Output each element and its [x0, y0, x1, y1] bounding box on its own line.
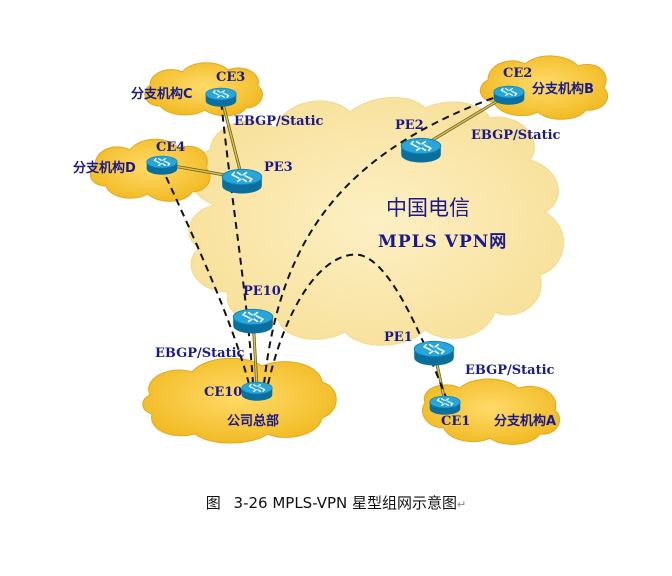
caption-prefix: 图	[205, 494, 221, 512]
caption-text: 3-26 MPLS-VPN 星型组网示意图	[233, 494, 458, 512]
node-label-pe3: PE3	[264, 160, 293, 175]
site-label-d: 分支机构D	[73, 161, 136, 176]
routers	[146, 85, 525, 415]
router-icon-ce10	[241, 381, 273, 401]
node-label-ce10: CE10	[204, 385, 243, 400]
router-icon-pe3	[221, 168, 263, 194]
caption-paragraph-mark: ↵	[457, 498, 467, 511]
tunnel-hq-ce4	[161, 167, 250, 385]
link-label-ce10-pe10: EBGP/Static	[155, 346, 245, 361]
node-label-pe1: PE1	[384, 330, 413, 345]
link-label-ce3-pe3: EBGP/Static	[234, 114, 324, 129]
tunnel-hq-ce2	[263, 91, 511, 385]
node-label-ce2: CE2	[503, 66, 533, 81]
router-icon-ce4	[146, 155, 178, 175]
node-label-pe2: PE2	[395, 118, 424, 133]
tunnel-hq-ce1	[267, 253, 448, 401]
network-subtitle: MPLS VPN网	[378, 232, 508, 252]
site-label-hq: 公司总部	[227, 414, 280, 429]
router-icon-pe2	[400, 137, 442, 163]
node-label-ce4: CE4	[156, 140, 186, 155]
vpn-tunnels	[161, 91, 511, 401]
router-icon-ce1	[429, 395, 461, 415]
site-label-b: 分支机构B	[532, 82, 594, 97]
site-label-a: 分支机构A	[494, 414, 557, 429]
figure-caption: 图 3-26 MPLS-VPN 星型组网示意图↵	[0, 492, 672, 513]
site-label-c: 分支机构C	[131, 87, 193, 102]
link-label-ce2-pe2: EBGP/Static	[471, 128, 561, 143]
router-icon-ce3	[205, 87, 237, 107]
node-label-ce3: CE3	[216, 70, 246, 85]
link-label-ce1-pe1: EBGP/Static	[465, 363, 555, 378]
router-icon-pe1	[413, 340, 455, 366]
node-label-ce1: CE1	[441, 414, 471, 429]
router-icon-ce2	[493, 85, 525, 105]
site-cloud-hq	[142, 357, 337, 444]
router-icon-pe10	[232, 308, 274, 334]
network-title: 中国电信	[386, 196, 470, 220]
site-cloud-a	[421, 378, 561, 445]
node-label-pe10: PE10	[243, 284, 281, 299]
